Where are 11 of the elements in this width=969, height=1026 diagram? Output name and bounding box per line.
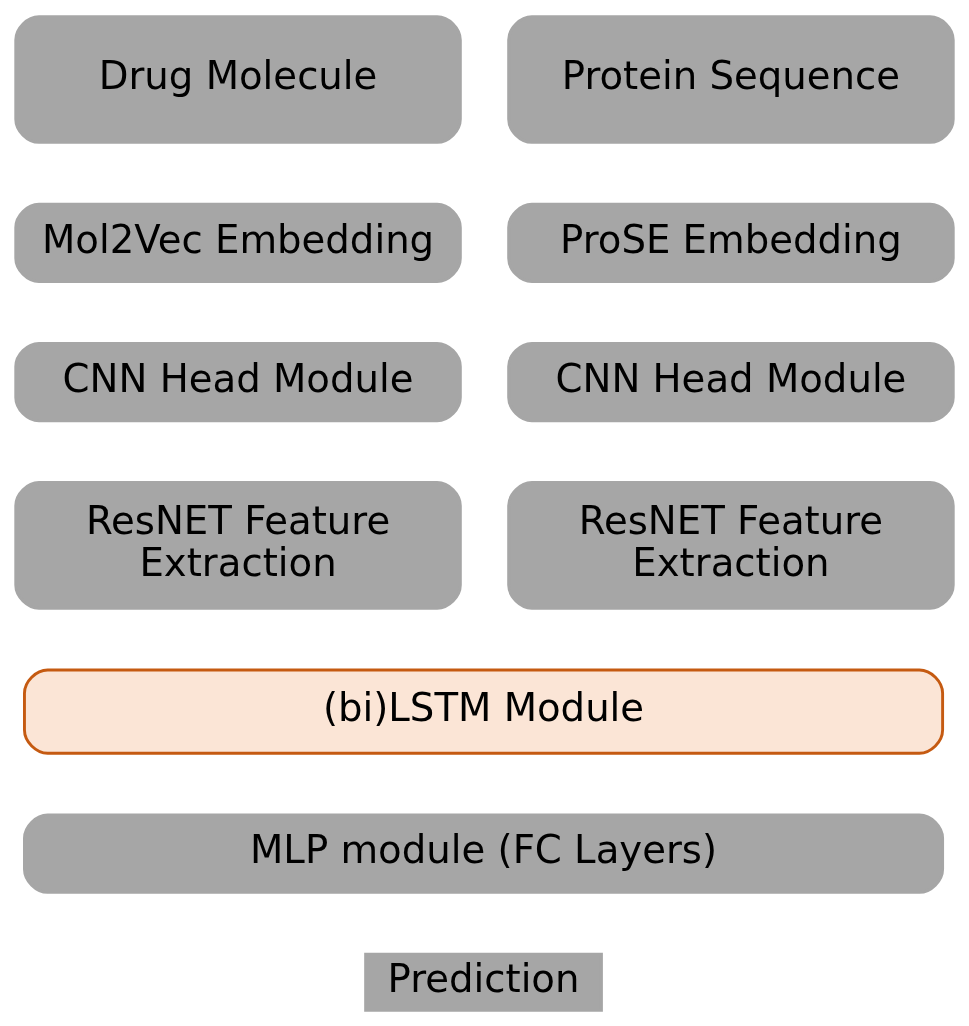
node-box: ResNET Feature Extraction [14, 480, 462, 610]
node-box: ProSE Embedding [507, 202, 955, 283]
node-box: Mol2Vec Embedding [14, 202, 462, 283]
node-box: MLP module (FC Layers) [23, 813, 945, 894]
node-box: ResNET Feature Extraction [507, 480, 955, 610]
node-box: CNN Head Module [507, 341, 955, 422]
node-box: CNN Head Module [14, 341, 462, 422]
node-box: Prediction [364, 952, 603, 1012]
node-box: Drug Molecule [14, 14, 462, 144]
node-box: Protein Sequence [507, 14, 955, 144]
node-box: (bi)LSTM Module [23, 668, 945, 755]
